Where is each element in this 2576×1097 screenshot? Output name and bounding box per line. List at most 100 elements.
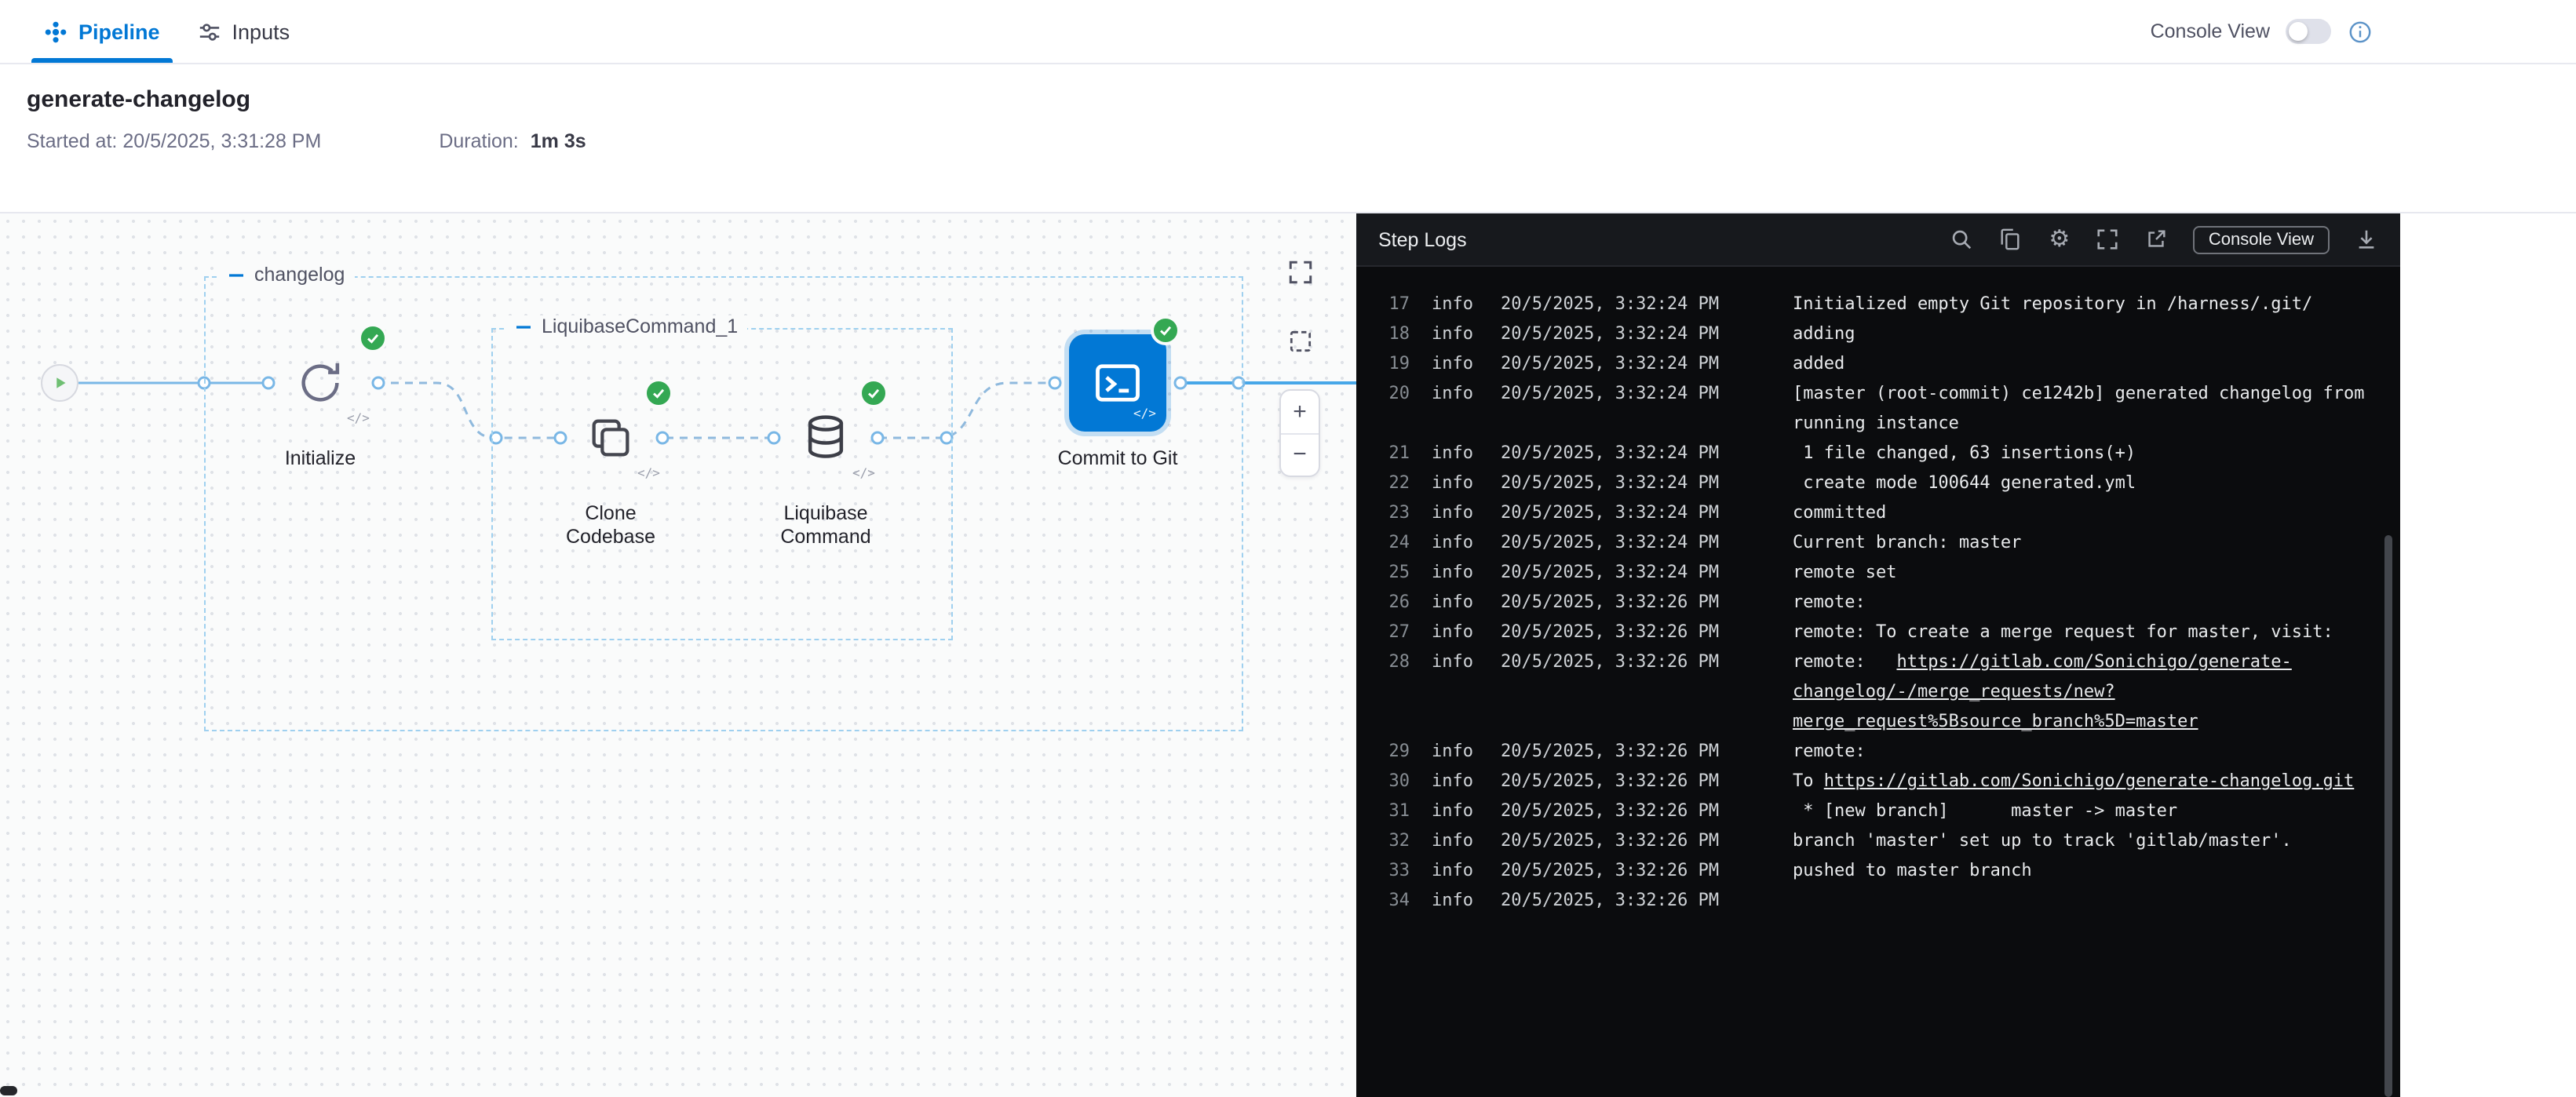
node-initialize[interactable] <box>279 342 361 424</box>
log-text: committed <box>1793 502 1887 523</box>
inputs-icon <box>198 20 221 43</box>
database-icon <box>799 411 852 465</box>
log-text: 1 file changed, 63 insertions(+) <box>1793 443 2136 463</box>
log-message: create mode 100644 generated.yml <box>1793 468 2388 497</box>
log-link[interactable]: https://gitlab.com/Sonichigo/generate-ch… <box>1823 771 2355 791</box>
log-timestamp: 20/5/2025, 3:32:26 PM <box>1501 890 1720 910</box>
started-label: Started at: <box>27 130 118 152</box>
log-level: info <box>1432 651 1473 672</box>
log-timestamp: 20/5/2025, 3:32:26 PM <box>1501 860 1720 880</box>
log-text: remote set <box>1793 562 1897 582</box>
node-label-liquibase[interactable]: Liquibase Command <box>780 502 871 548</box>
log-line-number: 19 <box>1388 353 1410 374</box>
log-line-number: 23 <box>1388 502 1410 523</box>
canvas-horizontal-scrollbar[interactable] <box>0 1086 17 1095</box>
main-area: changelog LiquibaseCommand_1 <box>0 212 2576 1097</box>
search-icon[interactable] <box>1950 227 1975 252</box>
log-line-number: 17 <box>1388 293 1410 314</box>
collapse-icon[interactable] <box>228 266 245 283</box>
stage-group-changelog[interactable]: changelog <box>204 264 1243 731</box>
stage-group-label[interactable]: changelog <box>218 264 355 286</box>
pipeline-icon <box>44 20 68 43</box>
code-badge: </> <box>1133 406 1156 421</box>
zoom-out-button[interactable]: − <box>1281 432 1319 476</box>
log-message: Current branch: master <box>1793 527 2388 557</box>
log-timestamp: 20/5/2025, 3:32:26 PM <box>1501 621 1720 642</box>
log-line-number: 22 <box>1388 472 1410 493</box>
success-check-liquibase <box>859 378 888 408</box>
canvas-expand-button[interactable] <box>1279 251 1320 292</box>
log-text: added <box>1793 353 1845 374</box>
collapse-icon[interactable] <box>515 318 532 335</box>
step-group-liquibase[interactable]: LiquibaseCommand_1 <box>491 315 953 640</box>
info-icon[interactable] <box>2347 19 2372 44</box>
console-view-button[interactable]: Console View <box>2192 225 2330 253</box>
log-level: info <box>1432 741 1473 761</box>
log-message: To https://gitlab.com/Sonichigo/generate… <box>1793 766 2388 796</box>
console-view-controls: Console View <box>2151 19 2372 44</box>
zoom-controls: + − <box>1279 389 1320 477</box>
node-clone-codebase[interactable] <box>570 397 651 479</box>
console-view-toggle[interactable] <box>2286 19 2331 44</box>
step-group-label[interactable]: LiquibaseCommand_1 <box>505 315 748 337</box>
node-label-clone[interactable]: Clone Codebase <box>566 502 655 548</box>
log-timestamp: 20/5/2025, 3:32:24 PM <box>1501 562 1720 582</box>
duration-value: 1m 3s <box>530 130 586 152</box>
log-message: pushed to master branch <box>1793 855 2388 885</box>
log-timestamp: 20/5/2025, 3:32:26 PM <box>1501 651 1720 672</box>
log-text: Initialized empty Git repository in /har… <box>1793 293 2313 314</box>
log-text: remote: To create a merge request for ma… <box>1793 621 2333 642</box>
log-line-number: 34 <box>1388 890 1410 910</box>
copy-icon[interactable] <box>1998 227 2023 252</box>
log-message: [master (root-commit) ce1242b] generated… <box>1793 378 2388 438</box>
log-text: branch 'master' set up to track 'gitlab/… <box>1793 830 2292 851</box>
canvas-fit-selection-button[interactable] <box>1279 320 1320 361</box>
open-in-new-icon[interactable] <box>2144 227 2169 252</box>
log-timestamp: 20/5/2025, 3:32:26 PM <box>1501 830 1720 851</box>
pipeline-canvas[interactable]: changelog LiquibaseCommand_1 <box>0 213 1356 1097</box>
settings-gear-icon[interactable]: ⚙ <box>2049 225 2071 252</box>
download-icon[interactable] <box>2353 227 2378 252</box>
started-value: 20/5/2025, 3:31:28 PM <box>122 130 322 152</box>
log-message: remote: <box>1793 736 2388 766</box>
node-label-commit[interactable]: Commit to Git <box>1057 447 1178 469</box>
zoom-in-button[interactable]: + <box>1293 398 1307 425</box>
fullscreen-icon[interactable] <box>2096 227 2121 252</box>
log-text: To <box>1793 771 1824 791</box>
log-vertical-scrollbar[interactable] <box>2384 535 2392 1097</box>
log-level: info <box>1432 532 1473 552</box>
log-text: Current branch: master <box>1793 532 2022 552</box>
top-tab-bar: Pipeline Inputs Console View <box>0 0 2576 64</box>
log-line-number: 24 <box>1388 532 1410 552</box>
log-message: remote: <box>1793 587 2388 617</box>
tab-inputs[interactable]: Inputs <box>179 0 309 63</box>
log-line-number: 30 <box>1388 771 1410 791</box>
log-link[interactable]: https://gitlab.com/Sonichigo/generate-ch… <box>1793 651 2292 731</box>
log-message: remote: To create a merge request for ma… <box>1793 617 2388 647</box>
log-message: adding <box>1793 319 2388 348</box>
log-level: info <box>1432 562 1473 582</box>
node-commit-to-git[interactable]: </> <box>1069 334 1166 432</box>
log-level: info <box>1432 443 1473 463</box>
node-label-initialize[interactable]: Initialize <box>284 447 356 469</box>
log-timestamp: 20/5/2025, 3:32:26 PM <box>1501 800 1720 821</box>
pipeline-start-node[interactable] <box>41 364 78 402</box>
tab-inputs-label: Inputs <box>232 20 290 43</box>
node-liquibase-command[interactable] <box>785 397 867 479</box>
console-view-label: Console View <box>2150 20 2270 42</box>
selection-icon <box>1286 327 1313 354</box>
log-rows[interactable]: 17 info 20/5/2025, 3:32:24 PM Initialized e… <box>1356 267 2400 1097</box>
log-line-number: 33 <box>1388 860 1410 880</box>
log-line-number: 18 <box>1388 323 1410 344</box>
log-level: info <box>1432 353 1473 374</box>
play-icon <box>50 374 69 392</box>
log-timestamp: 20/5/2025, 3:32:26 PM <box>1501 741 1720 761</box>
tab-pipeline[interactable]: Pipeline <box>25 0 179 63</box>
